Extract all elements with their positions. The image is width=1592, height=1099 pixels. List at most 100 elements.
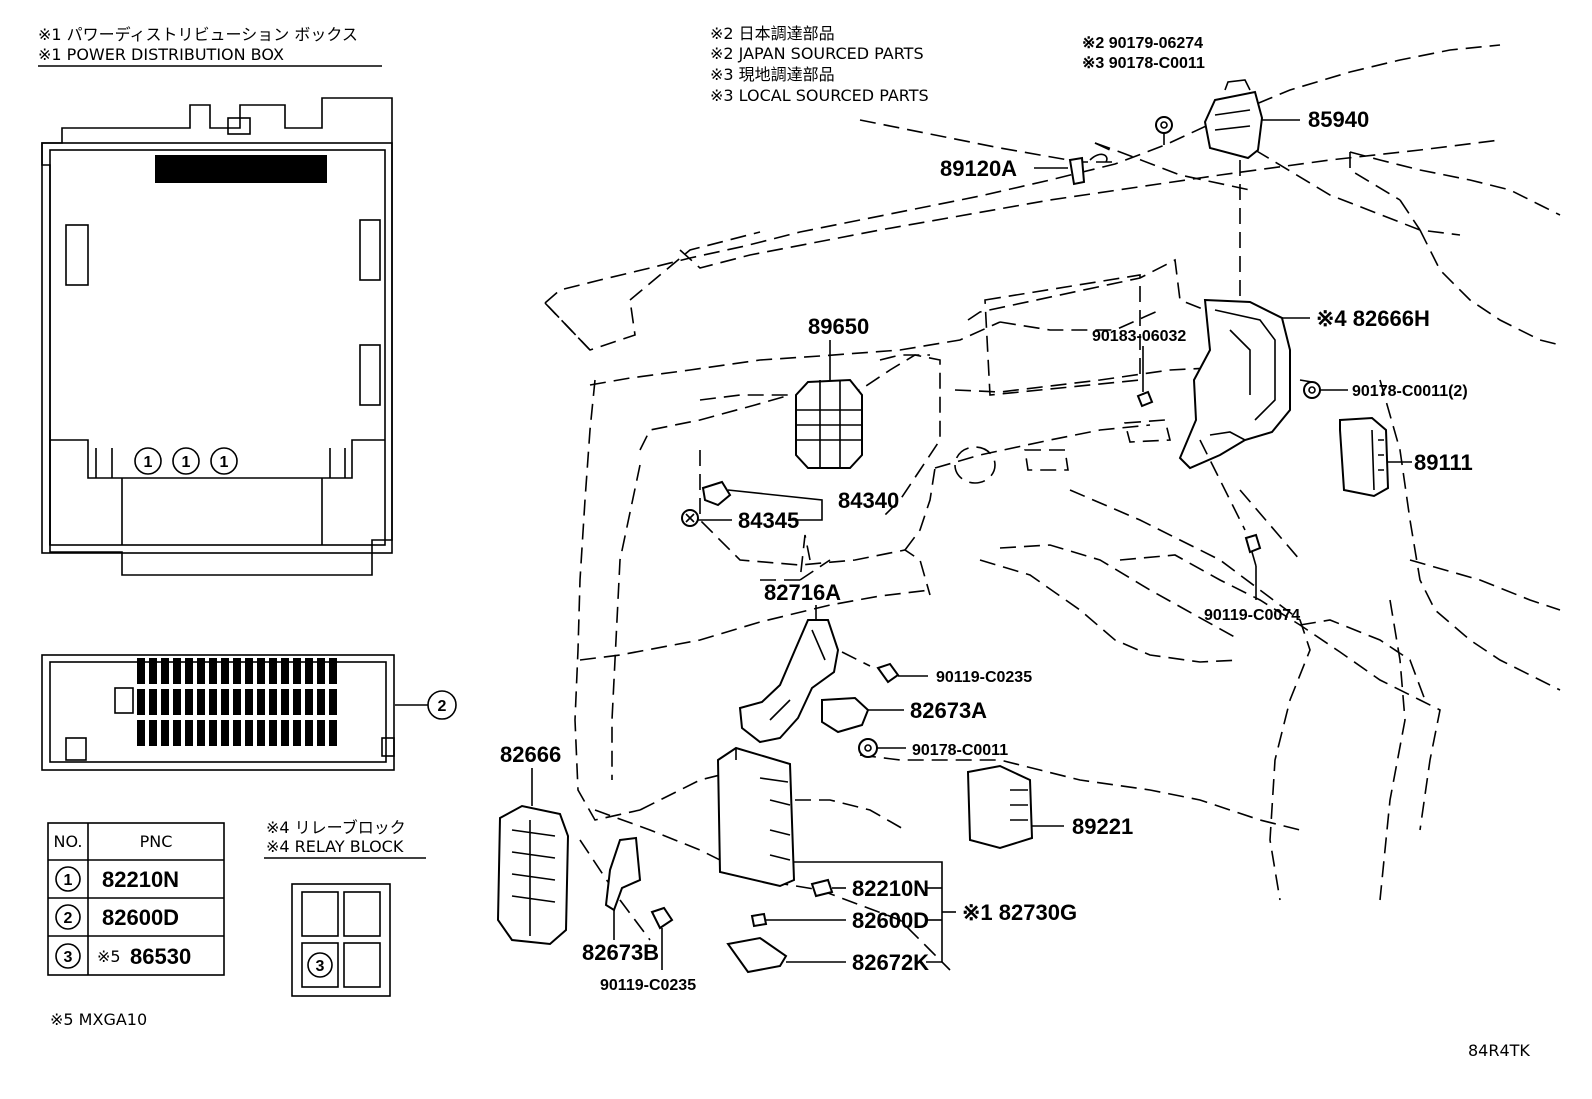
note-2-en: ※2 JAPAN SOURCED PARTS — [710, 44, 924, 63]
part-82600D-fuse — [750, 912, 768, 928]
fuse-slot — [329, 658, 337, 684]
pnc-header-no: NO. — [54, 832, 83, 851]
label-89111: 89111 — [1414, 450, 1473, 475]
fuse-slot — [257, 658, 265, 684]
fuse-slot — [209, 658, 217, 684]
note-4-jp: ※4 リレーブロック — [266, 818, 406, 837]
relay-block — [291, 883, 391, 997]
fuse-slot — [197, 658, 205, 684]
fuse-slot — [317, 658, 325, 684]
fuse-slot — [173, 658, 181, 684]
part-82210N-fuse — [810, 878, 834, 898]
note-1-jp: ※1 パワーディストリビューション ボックス — [38, 25, 358, 44]
fuse-slot — [269, 658, 277, 684]
label-82666: 82666 — [500, 742, 561, 767]
part-82672K-cover — [726, 936, 788, 974]
fuse-slot — [149, 720, 157, 746]
label-90178-C0011-2: 90178-C0011(2) — [1352, 383, 1468, 400]
fuse-slot — [281, 658, 289, 684]
label-89650: 89650 — [808, 314, 869, 339]
fuse-slot — [257, 720, 265, 746]
label-82673B: 82673B — [582, 940, 659, 965]
callout-2: 2 — [438, 698, 447, 715]
fuse-slot — [233, 720, 241, 746]
fuse-slot — [245, 720, 253, 746]
fuse-slot — [185, 658, 193, 684]
label-90119-C0074: 90119-C0074 — [1204, 607, 1300, 624]
label-82210N: 82210N — [852, 876, 929, 901]
fuse-slot — [209, 689, 217, 715]
fuse-slot — [137, 720, 145, 746]
fuse-slot — [329, 720, 337, 746]
note-3-jp: ※3 現地調達部品 — [710, 65, 835, 84]
part-82666H-bracket — [1178, 298, 1291, 470]
fuse-slot — [221, 689, 229, 715]
label-82666H: ※4 82666H — [1316, 306, 1430, 331]
fuse-slot — [281, 720, 289, 746]
pnc-row-2-pnc: 82600D — [102, 905, 179, 930]
fuse-slot — [161, 689, 169, 715]
note-3-en: ※3 LOCAL SOURCED PARTS — [710, 86, 929, 105]
part-90119-C0235-bolt-upper — [876, 662, 900, 684]
part-90119-C0074-bolt — [1244, 533, 1262, 567]
fuse-slot — [281, 689, 289, 715]
callout-3: 3 — [316, 958, 325, 975]
note-5: ※5 MXGA10 — [50, 1010, 147, 1029]
part-90178-C0011-nut — [858, 738, 878, 758]
pnc-row-1-pnc: 82210N — [102, 867, 179, 892]
fuse-slot — [173, 720, 181, 746]
fuse-slot — [293, 689, 301, 715]
fuse-slot — [221, 658, 229, 684]
fuse-slot — [293, 658, 301, 684]
part-84340-switch — [701, 480, 732, 507]
part-90119-C0235-bolt-lower — [650, 906, 674, 930]
label-82600D: 82600D — [852, 908, 929, 933]
pnc-row-3-pnc: 86530 — [130, 944, 191, 969]
fuse-slot — [161, 658, 169, 684]
fuse-slot — [149, 658, 157, 684]
fuse-slot — [257, 689, 265, 715]
part-82730G-relay-box — [716, 746, 796, 888]
fuse-slot — [317, 720, 325, 746]
label-90119-C0235-upper: 90119-C0235 — [936, 669, 1032, 686]
fuse-slot — [233, 689, 241, 715]
label-82672K: 82672K — [852, 950, 929, 975]
label-90179-06274: ※2 90179-06274 — [1082, 35, 1203, 52]
fuse-slot — [137, 658, 145, 684]
label-82716A: 82716A — [764, 580, 841, 605]
fuse-slot — [185, 720, 193, 746]
pnc-table: NO. PNC 1 82210N 2 82600D 3 ※5 86530 — [47, 822, 225, 976]
part-82716A-bracket — [738, 619, 840, 744]
fuse-slot — [317, 689, 325, 715]
part-89111-module — [1339, 416, 1390, 498]
power-distribution-box-side — [41, 654, 395, 771]
fuse-slot — [161, 720, 169, 746]
part-89650-sensor — [795, 378, 863, 469]
fuse-slot — [245, 658, 253, 684]
fuse-slot — [305, 689, 313, 715]
fuse-slot — [209, 720, 217, 746]
fuse-slot — [329, 689, 337, 715]
diagram-code: 84R4TK — [1468, 1041, 1530, 1060]
label-90119-C0235-lower: 90119-C0235 — [600, 977, 696, 994]
fuse-slot — [245, 689, 253, 715]
label-89221: 89221 — [1072, 814, 1133, 839]
callout-1b: 1 — [182, 454, 191, 471]
fuse-slot — [269, 689, 277, 715]
part-85940-module — [1203, 79, 1264, 160]
fuse-grid — [137, 658, 337, 746]
pnc-row-1-no: 1 — [64, 872, 73, 889]
pnc-header-pnc: PNC — [140, 832, 173, 851]
part-89221-module — [966, 764, 1034, 850]
label-89120A: 89120A — [940, 156, 1017, 181]
part-84345-screw — [681, 509, 699, 527]
callout-2-circle — [427, 690, 457, 720]
leader-lines — [531, 119, 1412, 970]
label-82673A: 82673A — [910, 698, 987, 723]
label-90178-C0011-top: ※3 90178-C0011 — [1082, 55, 1205, 72]
part-82673B-bracket — [604, 836, 642, 912]
label-84340: 84340 — [838, 488, 899, 513]
callout-1c: 1 — [220, 454, 229, 471]
